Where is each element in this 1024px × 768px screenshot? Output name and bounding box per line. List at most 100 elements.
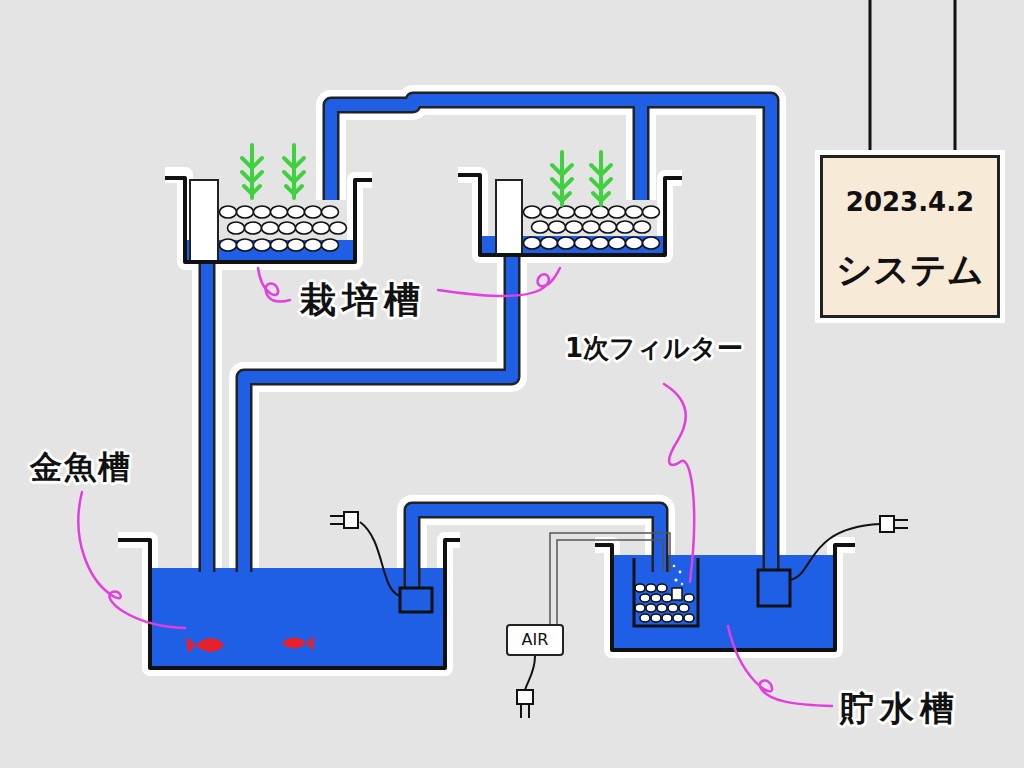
pebble <box>662 594 672 602</box>
pebble <box>220 206 237 218</box>
leader <box>258 268 290 302</box>
fish <box>282 636 314 651</box>
pebble <box>322 206 339 218</box>
pebble <box>626 206 643 218</box>
pebble <box>524 237 541 249</box>
cord <box>790 524 880 580</box>
grow-bed <box>458 175 682 255</box>
pebble <box>566 221 583 233</box>
plug-prongs <box>521 704 529 718</box>
pebble <box>237 239 254 251</box>
pebble <box>684 614 694 622</box>
pebble <box>634 221 651 233</box>
bubble <box>681 583 683 585</box>
tank-outlines <box>118 175 855 668</box>
cord <box>360 522 400 596</box>
pebble <box>305 239 322 251</box>
pebble <box>592 206 609 218</box>
pebble <box>254 239 271 251</box>
pebble <box>220 239 237 251</box>
pebble <box>583 221 600 233</box>
plant <box>552 152 572 205</box>
plug <box>517 690 533 704</box>
leader <box>728 626 832 706</box>
pebble <box>640 614 650 622</box>
pebble <box>575 206 592 218</box>
pebble <box>617 221 634 233</box>
pebble <box>609 237 626 249</box>
pebble <box>626 237 643 249</box>
standpipe <box>190 180 218 262</box>
pebble <box>635 584 645 592</box>
pebble <box>600 221 617 233</box>
pebble <box>558 237 575 249</box>
pebble <box>254 206 271 218</box>
pebble <box>279 222 296 234</box>
air-pump-box: AIR <box>506 624 564 656</box>
pebble <box>662 614 672 622</box>
pipe-halo <box>207 100 771 590</box>
pebble <box>575 237 592 249</box>
plants <box>242 145 611 205</box>
pebble <box>330 222 347 234</box>
halo <box>595 545 855 650</box>
leader <box>78 492 185 628</box>
callout-label: 栽培槽 <box>300 280 426 320</box>
sign-strings <box>870 0 955 158</box>
pebble <box>643 237 660 249</box>
pebbles <box>220 206 695 622</box>
halo <box>192 262 222 572</box>
tank-halo <box>118 175 855 668</box>
pebble <box>262 222 279 234</box>
pebble <box>635 604 645 612</box>
pebble <box>313 222 330 234</box>
air-stone <box>672 588 682 600</box>
halo <box>165 175 372 262</box>
plug-prongs <box>330 516 344 524</box>
filter-box <box>634 558 698 626</box>
bubbles <box>673 565 684 586</box>
plug <box>344 512 358 528</box>
filter-pipe <box>412 510 660 590</box>
plug <box>880 516 894 532</box>
pebble <box>668 604 678 612</box>
pebble <box>271 206 288 218</box>
pebble <box>305 206 322 218</box>
pipe-outline <box>412 510 660 590</box>
leader-lines <box>78 268 832 706</box>
pebble <box>532 221 549 233</box>
pebble <box>609 206 626 218</box>
pebble <box>646 584 656 592</box>
pebble <box>524 206 541 218</box>
grow-bed <box>165 178 372 262</box>
plant <box>284 145 304 198</box>
node-title: AIR <box>522 631 549 649</box>
plugs <box>330 512 908 718</box>
filter-water <box>634 572 698 626</box>
standpipe <box>496 180 522 255</box>
pebble <box>657 604 667 612</box>
reservoir-water <box>612 555 835 650</box>
pebble <box>643 206 660 218</box>
pebble <box>673 614 683 622</box>
bubble <box>674 578 677 581</box>
pebble <box>245 222 262 234</box>
cord <box>525 656 535 690</box>
pebble <box>288 206 305 218</box>
fish <box>186 637 224 653</box>
callout-label: 1次フィルター <box>565 334 743 363</box>
bubble <box>673 565 676 568</box>
pebble <box>646 604 656 612</box>
pebble <box>549 221 566 233</box>
fish-tank <box>118 540 460 668</box>
string <box>954 0 957 158</box>
pebble <box>271 239 288 251</box>
node-title: 2023.4.2 <box>823 188 997 217</box>
node-text: システム <box>823 250 997 290</box>
pebble <box>657 584 667 592</box>
pebble <box>322 239 339 251</box>
string <box>869 0 872 158</box>
pebble <box>541 237 558 249</box>
goldfish <box>186 636 314 653</box>
